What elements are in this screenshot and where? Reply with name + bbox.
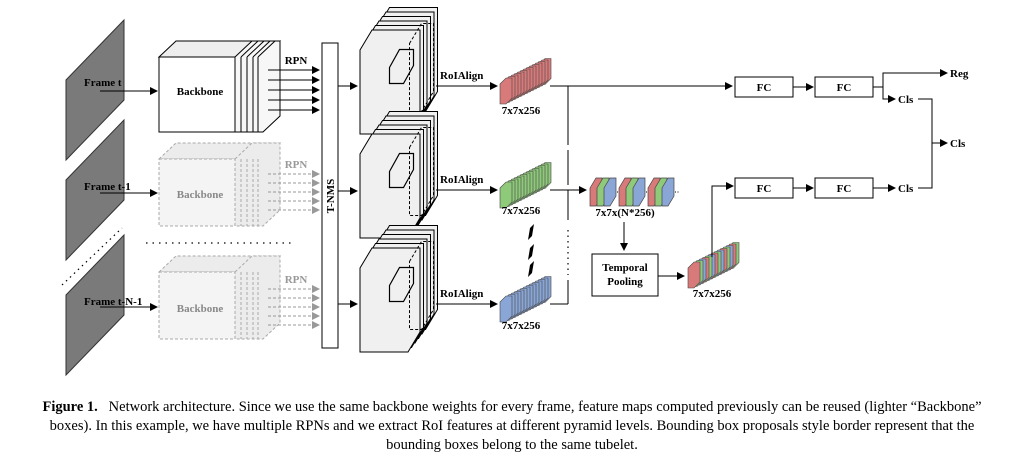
- stacked-features: [589, 177, 679, 207]
- architecture-diagram: Frame t Frame t-1 Frame t-N-1 Backbone B…: [61, 7, 969, 377]
- figure-caption: Figure 1. Network architecture. Since we…: [30, 398, 994, 455]
- frame-t-label: Frame t: [84, 77, 122, 89]
- feature-2-size-label: 7x7x256: [502, 205, 541, 217]
- backbone-t-n-1: [157, 255, 282, 340]
- caption-text: Network architecture. Since we use the s…: [49, 399, 982, 453]
- cls-2-label: Cls: [898, 183, 914, 195]
- feature-slice: [499, 295, 513, 323]
- stacked-feature-label: 7x7x(N*256): [595, 207, 655, 219]
- temporal-pooling-box: [591, 253, 659, 297]
- feature-3-size-label: 7x7x256: [502, 320, 541, 332]
- fc-1a-label: FC: [757, 82, 772, 94]
- backbone-t-1-label: Backbone: [177, 189, 224, 201]
- feature-ellipsis: [528, 224, 534, 277]
- pooled-feature-slice: [687, 261, 701, 289]
- backbone-t-label: Backbone: [177, 86, 224, 98]
- pooled-to-fc-2: [711, 182, 734, 257]
- roialign-3-label: RoIAlign: [440, 288, 483, 300]
- reg-label: Reg: [950, 68, 969, 80]
- frame-t-1: [65, 118, 125, 262]
- rpn-t-label: RPN: [285, 55, 308, 67]
- proposal-box: [388, 266, 415, 303]
- cls-1-label: Cls: [898, 94, 914, 106]
- frame-t: [65, 18, 125, 162]
- frame-t-n-1: [65, 233, 125, 377]
- roialign-1-label: RoIAlign: [440, 70, 483, 82]
- proposal-stack-2: [359, 111, 438, 239]
- frame-t-n-1-label: Frame t-N-1: [84, 296, 142, 308]
- fc-1-outputs: [873, 69, 948, 103]
- stacked-feature-slice: [603, 177, 617, 207]
- pooled-feature: [687, 242, 740, 289]
- roi-feature-red: [499, 58, 552, 105]
- cls-merge: [918, 98, 948, 189]
- rpn-t-arrows: [268, 66, 320, 114]
- rpn-t-n-1-label: RPN: [285, 274, 308, 286]
- stacked-feature-slice: [632, 177, 646, 207]
- temporal-pooling-label-1: Temporal: [602, 262, 647, 274]
- proposal-stack-1: [359, 7, 438, 135]
- proposal-box: [388, 152, 415, 189]
- feature-slice: [499, 77, 513, 105]
- connector-lines: [550, 82, 733, 305]
- cls-final-label: Cls: [950, 138, 966, 150]
- roi-feature-blue: [499, 276, 552, 323]
- proposal-box: [388, 48, 415, 85]
- caption-label: Figure 1.: [42, 399, 98, 415]
- tnms-box: [321, 42, 339, 349]
- roialign-2-label: RoIAlign: [440, 174, 483, 186]
- rpn-t-1-arrows: [268, 170, 320, 214]
- tnms-label: T-NMS: [325, 179, 337, 213]
- frame-t-1-label: Frame t-1: [84, 181, 131, 193]
- pooled-feature-label: 7x7x256: [693, 288, 732, 300]
- temporal-pooling-label-2: Pooling: [607, 276, 643, 288]
- feature-slice: [499, 181, 513, 209]
- backbone-t: [157, 40, 282, 133]
- stacked-feature-slice: [661, 177, 675, 207]
- feature-1-size-label: 7x7x256: [502, 105, 541, 117]
- fc-2a-label: FC: [757, 183, 772, 195]
- roi-feature-green: [499, 162, 552, 209]
- rpn-t-n-1-arrows: [268, 285, 320, 329]
- fc-1b-label: FC: [837, 82, 852, 94]
- proposal-stack-3: [359, 225, 438, 353]
- backbone-t-1: [157, 142, 282, 227]
- fc-2b-label: FC: [837, 183, 852, 195]
- backbone-t-n-1-label: Backbone: [177, 303, 224, 315]
- rpn-t-1-label: RPN: [285, 159, 308, 171]
